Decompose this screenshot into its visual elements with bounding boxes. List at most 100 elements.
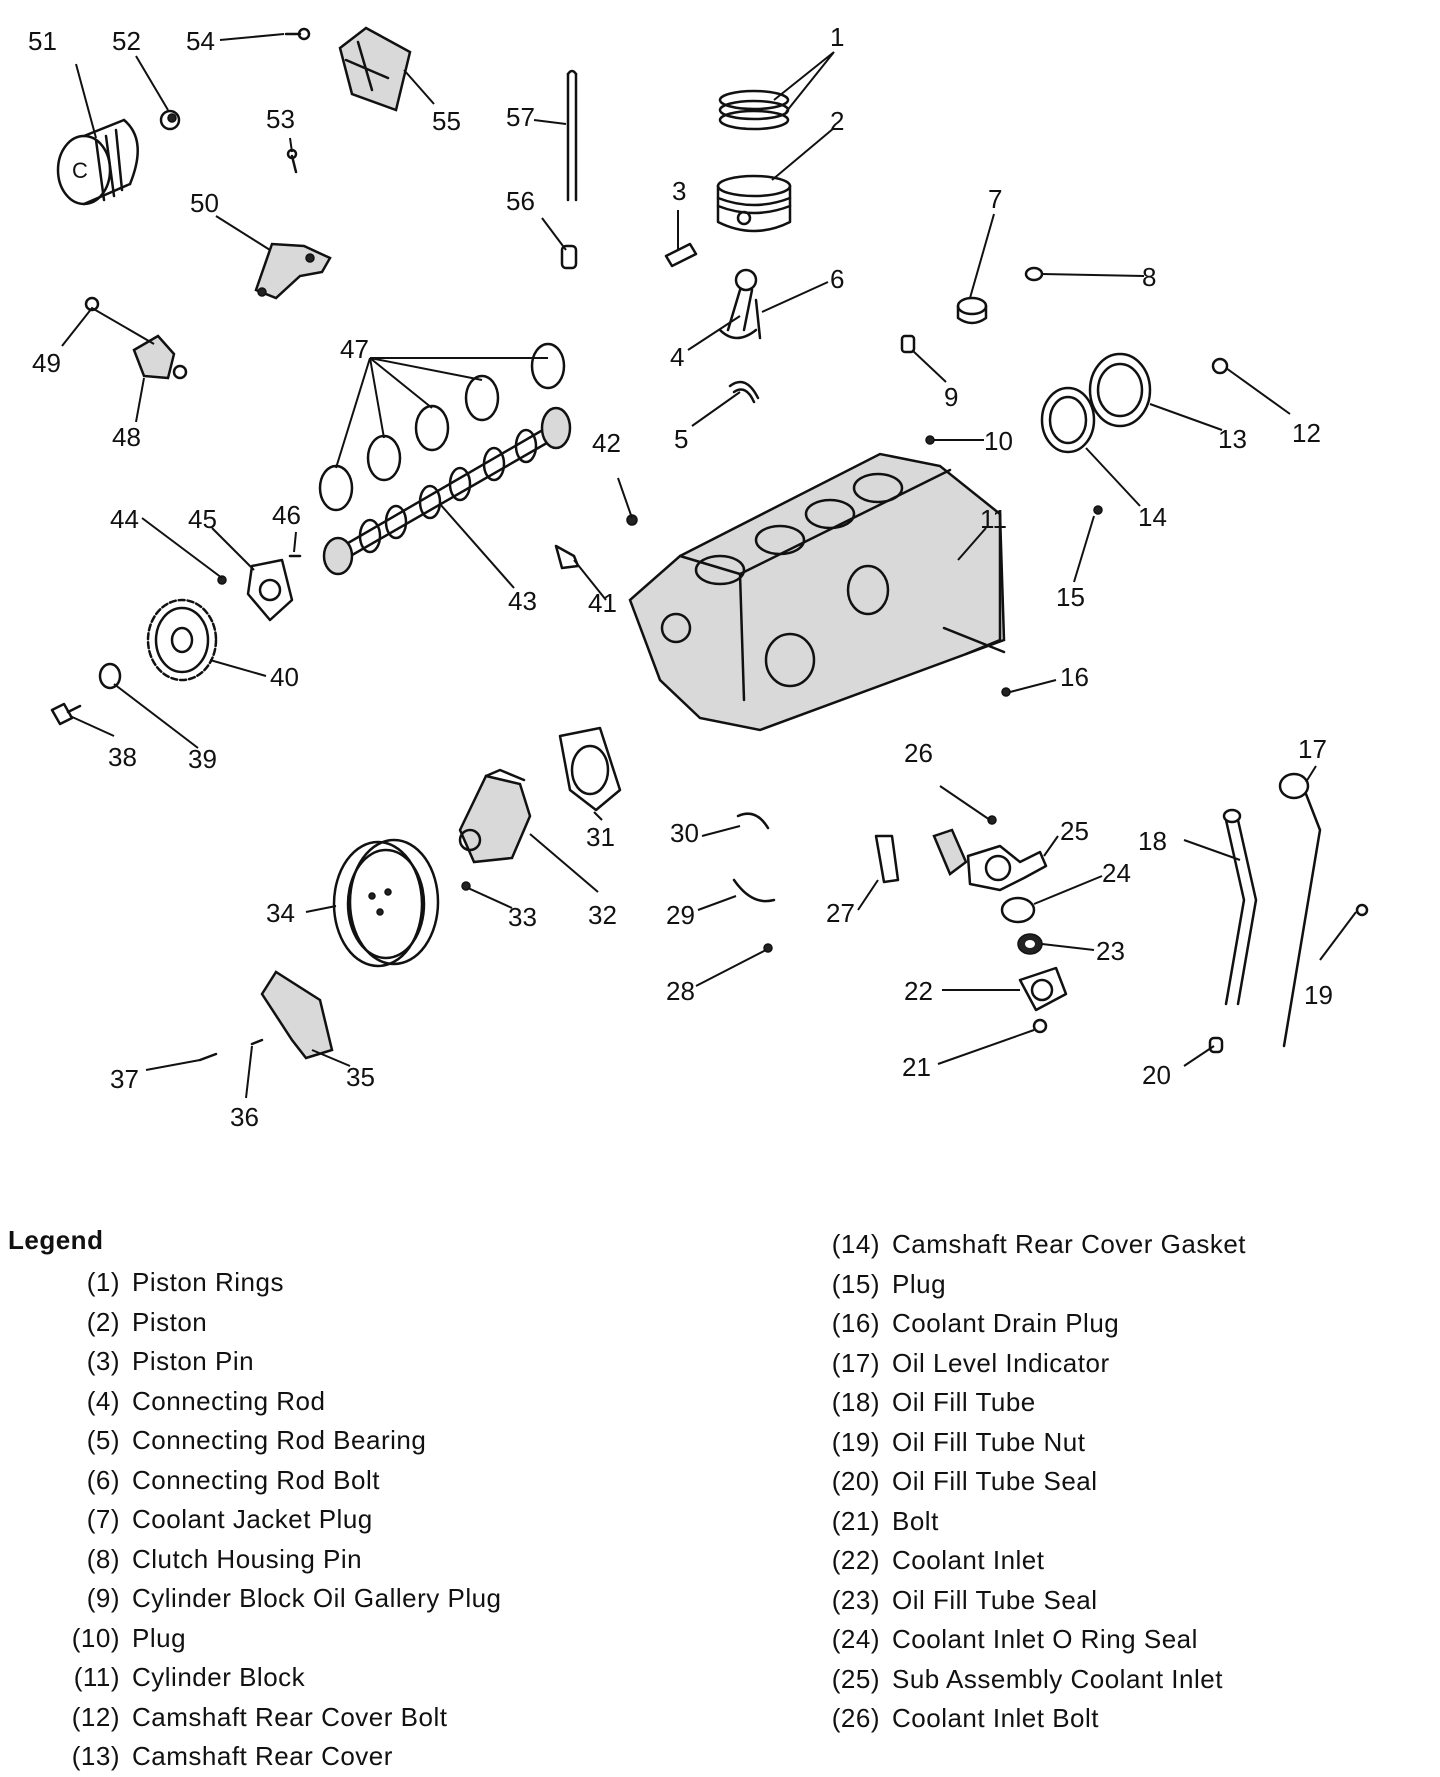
legend-item: (26) Coolant Inlet Bolt [812,1699,1246,1739]
callout-5: 5 [674,424,688,454]
callout-2: 2 [830,106,844,136]
legend-item: (2)Piston [52,1303,502,1343]
legend-text: Oil Fill Tube Seal [892,1466,1098,1496]
callout-48: 48 [112,422,141,452]
sub-assembly-coolant-inlet-part [932,828,1048,892]
callout-10: 10 [984,426,1013,456]
bracket-50-part [254,242,332,300]
callout-56: 56 [506,186,535,216]
sensor-48-part [132,334,188,380]
legend-number: (4) [86,1385,120,1416]
legend-number: (20) [831,1466,880,1496]
callout-17: 17 [1298,734,1327,764]
fitting-56-part [560,244,578,270]
legend-text: Clutch Housing Pin [132,1543,363,1574]
thrust-plate-45-part [246,558,294,622]
bolt-53-part [286,148,298,174]
callout-labels: 1 2 3 4 5 6 7 8 9 10 11 12 13 14 15 16 1… [28,22,1333,1132]
callout-51: 51 [28,26,57,56]
bolt-38-part [50,702,82,726]
legend-text: Bolt [892,1505,939,1536]
callout-38: 38 [108,742,137,772]
callout-9: 9 [944,382,958,412]
legend-text: Cylinder Block [132,1662,306,1692]
coolant-drain-plug-part [1001,687,1011,697]
legend-number: (26) [831,1703,880,1733]
camshaft-rear-cover-part [1088,352,1152,428]
callout-57: 57 [506,102,535,132]
plug-15-part [1093,505,1103,515]
legend-item: (19)Oil Fill Tube Nut [812,1423,1246,1463]
callout-49: 49 [32,348,61,378]
callout-19: 19 [1304,980,1333,1010]
callout-44: 44 [110,504,139,534]
bolt-37-part [198,1052,218,1062]
callout-6: 6 [830,264,844,294]
legend-panel: Legend (1)Piston Rings (2)Piston (3)Pist… [0,1205,1440,1771]
callout-14: 14 [1138,502,1167,532]
piston-pin-part [664,242,698,268]
bolt-44-part [217,575,227,585]
clutch-housing-pin-part [1024,266,1044,282]
legend-item: (8) Clutch Housing Pin [52,1540,502,1580]
camshaft-sprocket-part [146,598,218,682]
water-pump-gasket-part [558,726,622,812]
callout-46: 46 [272,500,301,530]
callout-31: 31 [586,822,615,852]
legend-title: Legend [8,1225,104,1255]
seal-23-part [1017,933,1043,955]
callout-47: 47 [340,334,369,364]
legend-text: Piston Pin [132,1346,255,1376]
legend-text: Camshaft Rear Cover [132,1741,393,1771]
legend-text: Plug [132,1622,187,1653]
oil-level-indicator-part [1278,772,1322,1048]
legend-column-left: (1)Piston Rings (2)Piston (3)Piston Pin … [52,1263,502,1777]
legend-text: Camshaft Rear Cover Bolt [132,1701,448,1732]
callout-28: 28 [666,976,695,1006]
water-pump-part [458,768,532,864]
legend-text: Coolant Drain Plug [892,1308,1120,1338]
legend-item: (12)Camshaft Rear Cover Bolt [52,1698,502,1738]
cover-bolt-12-part [1211,357,1229,375]
callout-4: 4 [670,342,684,372]
callout-27: 27 [826,898,855,928]
callout-33: 33 [508,902,537,932]
legend-text: Coolant Inlet O Ring Seal [892,1624,1198,1654]
legend-number: (11) [73,1662,120,1692]
callout-30: 30 [670,818,699,848]
camshaft-cover-gasket-part [1040,386,1096,454]
callout-37: 37 [110,1064,139,1094]
callout-15: 15 [1056,582,1085,612]
coolant-inlet-gasket-27-part [874,834,900,884]
legend-text: Coolant Inlet Bolt [892,1703,1100,1733]
camshaft-part [322,406,572,576]
coolant-inlet-bolt-26-part [987,815,997,825]
legend-item: (11) Cylinder Block [52,1658,502,1698]
camshaft-bearings-part [318,342,566,512]
bearing-half-29-part [732,878,776,903]
callout-22: 22 [904,976,933,1006]
callout-39: 39 [188,744,217,774]
callout-34: 34 [266,898,295,928]
callout-54: 54 [186,26,215,56]
legend-text: Connecting Rod Bearing [132,1425,427,1455]
legend-number: (22) [831,1545,880,1575]
legend-text: Coolant Jacket Plug [132,1504,373,1534]
legend-number: (25) [831,1663,880,1694]
svg-text:C: C [72,158,88,183]
legend-number: (5) [86,1425,120,1455]
legend-number: (8) [86,1543,120,1574]
legend-number: (1) [86,1267,120,1297]
callout-3: 3 [672,176,686,206]
legend-item: (18)Oil Fill Tube [812,1383,1246,1423]
legend-item: (24)Coolant Inlet O Ring Seal [812,1620,1246,1660]
legend-item: (14)Camshaft Rear Cover Gasket [812,1225,1246,1265]
legend-text: Camshaft Rear Cover Gasket [892,1229,1247,1259]
sensor-41-part [554,544,580,570]
legend-item: (13) Camshaft Rear Cover [52,1737,502,1777]
legend-number: (13) [71,1741,120,1771]
legend-item: (7)Coolant Jacket Plug [52,1500,502,1540]
bearing-half-30-part [736,812,770,830]
callout-29: 29 [666,900,695,930]
oil-fill-tube-part [1222,808,1258,1006]
